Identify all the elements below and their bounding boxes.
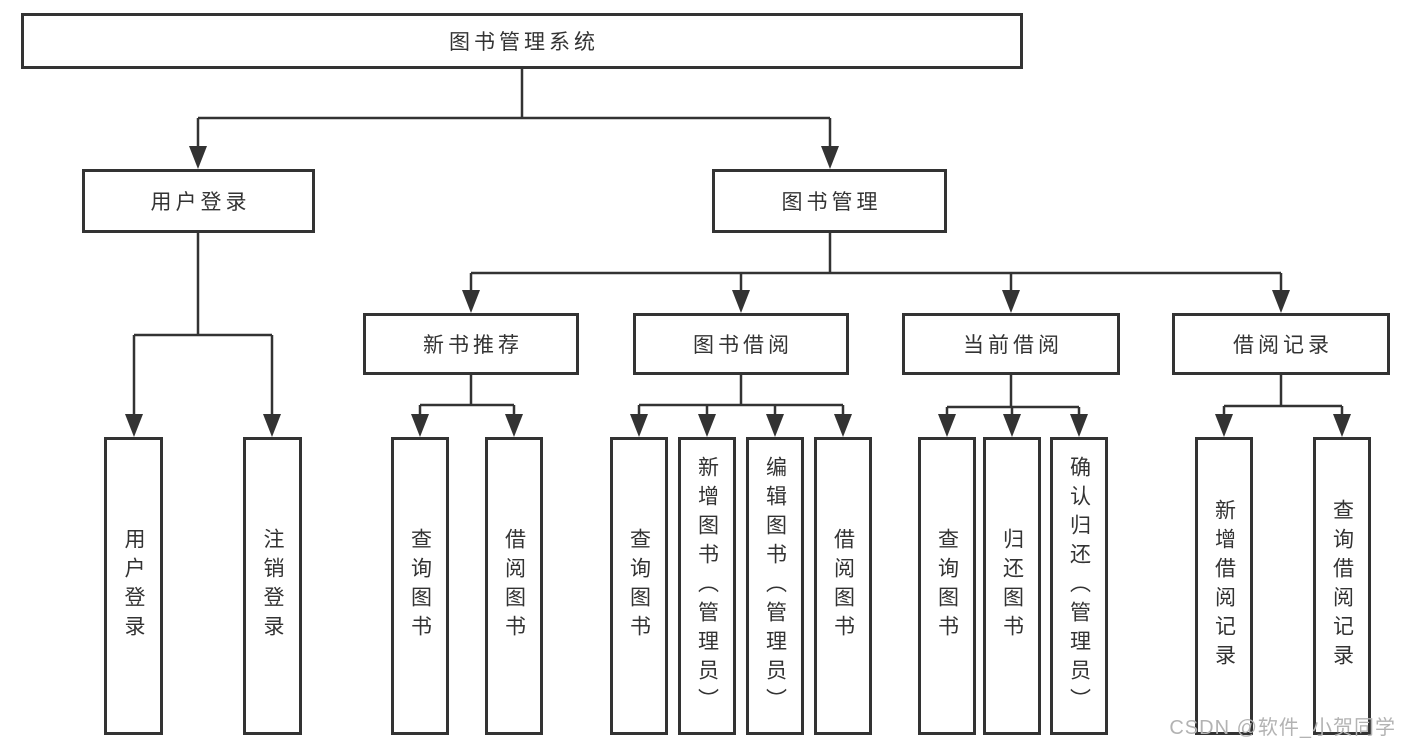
arrowhead-icon [630, 414, 648, 437]
csdn-watermark: CSDN @软件_小贺同学 [1169, 717, 1396, 739]
arrowhead-icon [766, 414, 784, 437]
node-label: 新书推荐 [423, 334, 523, 357]
node-book-borrow: 图书借阅 [633, 313, 849, 375]
arrowhead-icon [1002, 290, 1020, 313]
arrowhead-icon [1003, 414, 1021, 437]
node-label: 查询借阅记录 [1330, 499, 1354, 673]
arrowhead-icon [821, 146, 839, 169]
node-leaf-return-books: 归还图书 [983, 437, 1041, 735]
node-leaf-logout: 注销登录 [243, 437, 302, 735]
arrowhead-icon [263, 414, 281, 437]
node-leaf-borrow-books: 借阅图书 [814, 437, 872, 735]
node-label: 编辑图书（管理员） [763, 455, 787, 717]
node-leaf-add-books-admin: 新增图书（管理员） [678, 437, 736, 735]
arrowhead-icon [1215, 414, 1233, 437]
node-label: 当前借阅 [963, 334, 1063, 357]
arrowhead-icon [462, 290, 480, 313]
node-current-borrow: 当前借阅 [902, 313, 1120, 375]
arrowhead-icon [1272, 290, 1290, 313]
arrowhead-icon [505, 414, 523, 437]
node-leaf-search-books-borrow: 查询图书 [610, 437, 668, 735]
node-label: 新增借阅记录 [1212, 499, 1236, 673]
node-label: 查询图书 [935, 528, 959, 644]
node-book-management: 图书管理 [712, 169, 947, 233]
node-new-book-recommend: 新书推荐 [363, 313, 579, 375]
node-label: 确认归还（管理员） [1067, 455, 1091, 717]
node-leaf-search-borrow-record: 查询借阅记录 [1313, 437, 1371, 735]
node-label: 图书借阅 [693, 334, 793, 357]
arrowhead-icon [698, 414, 716, 437]
arrowhead-icon [732, 290, 750, 313]
node-label: 查询图书 [408, 528, 432, 644]
arrowhead-icon [938, 414, 956, 437]
node-borrow-records: 借阅记录 [1172, 313, 1390, 375]
node-label: 新增图书（管理员） [695, 455, 719, 717]
arrowhead-icon [834, 414, 852, 437]
node-label: 借阅图书 [502, 528, 526, 644]
node-label: 归还图书 [1000, 528, 1024, 644]
node-label: 查询图书 [627, 528, 651, 644]
node-label: 借阅图书 [831, 528, 855, 644]
node-leaf-search-books-current: 查询图书 [918, 437, 976, 735]
node-label: 图书管理 [781, 191, 882, 214]
node-leaf-add-borrow-record: 新增借阅记录 [1195, 437, 1253, 735]
node-label: 注销登录 [261, 528, 284, 644]
node-leaf-borrow-books-recommend: 借阅图书 [485, 437, 543, 735]
node-label: 借阅记录 [1233, 334, 1333, 357]
node-label: 用户登录 [150, 191, 251, 214]
node-leaf-edit-books-admin: 编辑图书（管理员） [746, 437, 804, 735]
arrowhead-icon [411, 414, 429, 437]
arrowhead-icon [1333, 414, 1351, 437]
arrowhead-icon [125, 414, 143, 437]
node-root-label: 图书管理系统 [449, 31, 599, 54]
node-user-login-branch: 用户登录 [82, 169, 315, 233]
arrowhead-icon [189, 146, 207, 169]
node-root: 图书管理系统 [21, 13, 1023, 69]
node-leaf-user-login: 用户登录 [104, 437, 163, 735]
node-label: 用户登录 [122, 528, 145, 644]
node-leaf-confirm-return-admin: 确认归还（管理员） [1050, 437, 1108, 735]
node-leaf-search-books-recommend: 查询图书 [391, 437, 449, 735]
arrowhead-icon [1070, 414, 1088, 437]
